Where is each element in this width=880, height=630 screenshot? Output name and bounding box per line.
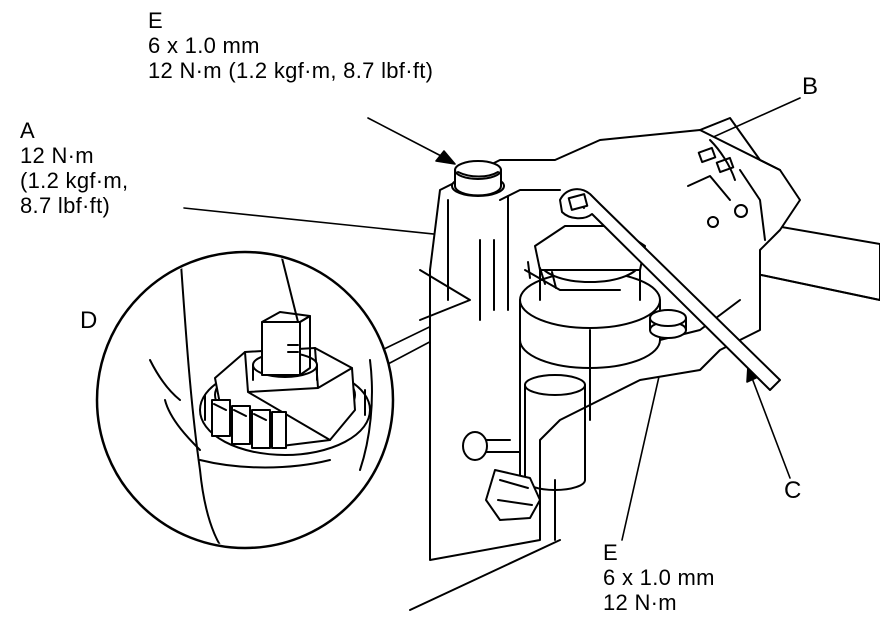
leader-c: [751, 377, 791, 479]
side-bolt: [462, 431, 541, 521]
callout-a-line3: 8.7 lbf·ft): [20, 193, 111, 218]
sensor-housing: [519, 225, 741, 369]
bolt-e-bottom: [649, 309, 687, 339]
leader-e-bottom: [621, 349, 666, 541]
callout-b-letter: B: [802, 73, 819, 100]
callout-e-bottom-torque: 12 N·m: [603, 590, 677, 615]
callout-a-letter: A: [20, 118, 35, 143]
base-line: [409, 539, 561, 611]
callout-e-top-torque: 12 N·m (1.2 kgf·m, 8.7 lbf·ft): [148, 58, 434, 83]
open-end-wrench: [559, 188, 781, 391]
callout-e-top: E 6 x 1.0 mm 12 N·m (1.2 kgf·m, 8.7 lbf·…: [148, 8, 433, 83]
callout-e-top-size: 6 x 1.0 mm: [148, 33, 260, 58]
bracket-outline: [419, 269, 471, 321]
callout-d-letter: D: [80, 307, 98, 334]
detail-view-d: [95, 250, 395, 550]
leader-e-top: [367, 117, 446, 159]
arrow-e-top: [435, 150, 456, 165]
callout-a: A 12 N·m (1.2 kgf·m, 8.7 lbf·ft): [20, 118, 128, 218]
support-columns: [447, 195, 591, 541]
callout-e-bottom: E 6 x 1.0 mm 12 N·m: [603, 540, 715, 615]
callout-a-line2: (1.2 kgf·m,: [20, 168, 129, 193]
callout-a-line1: 12 N·m: [20, 143, 94, 168]
callout-e-bottom-size: 6 x 1.0 mm: [603, 565, 715, 590]
callout-e-bottom-letter: E: [603, 540, 618, 565]
callout-c-letter: C: [784, 477, 802, 504]
bolt-e-top: [451, 160, 505, 197]
callout-e-top-letter: E: [148, 8, 163, 33]
